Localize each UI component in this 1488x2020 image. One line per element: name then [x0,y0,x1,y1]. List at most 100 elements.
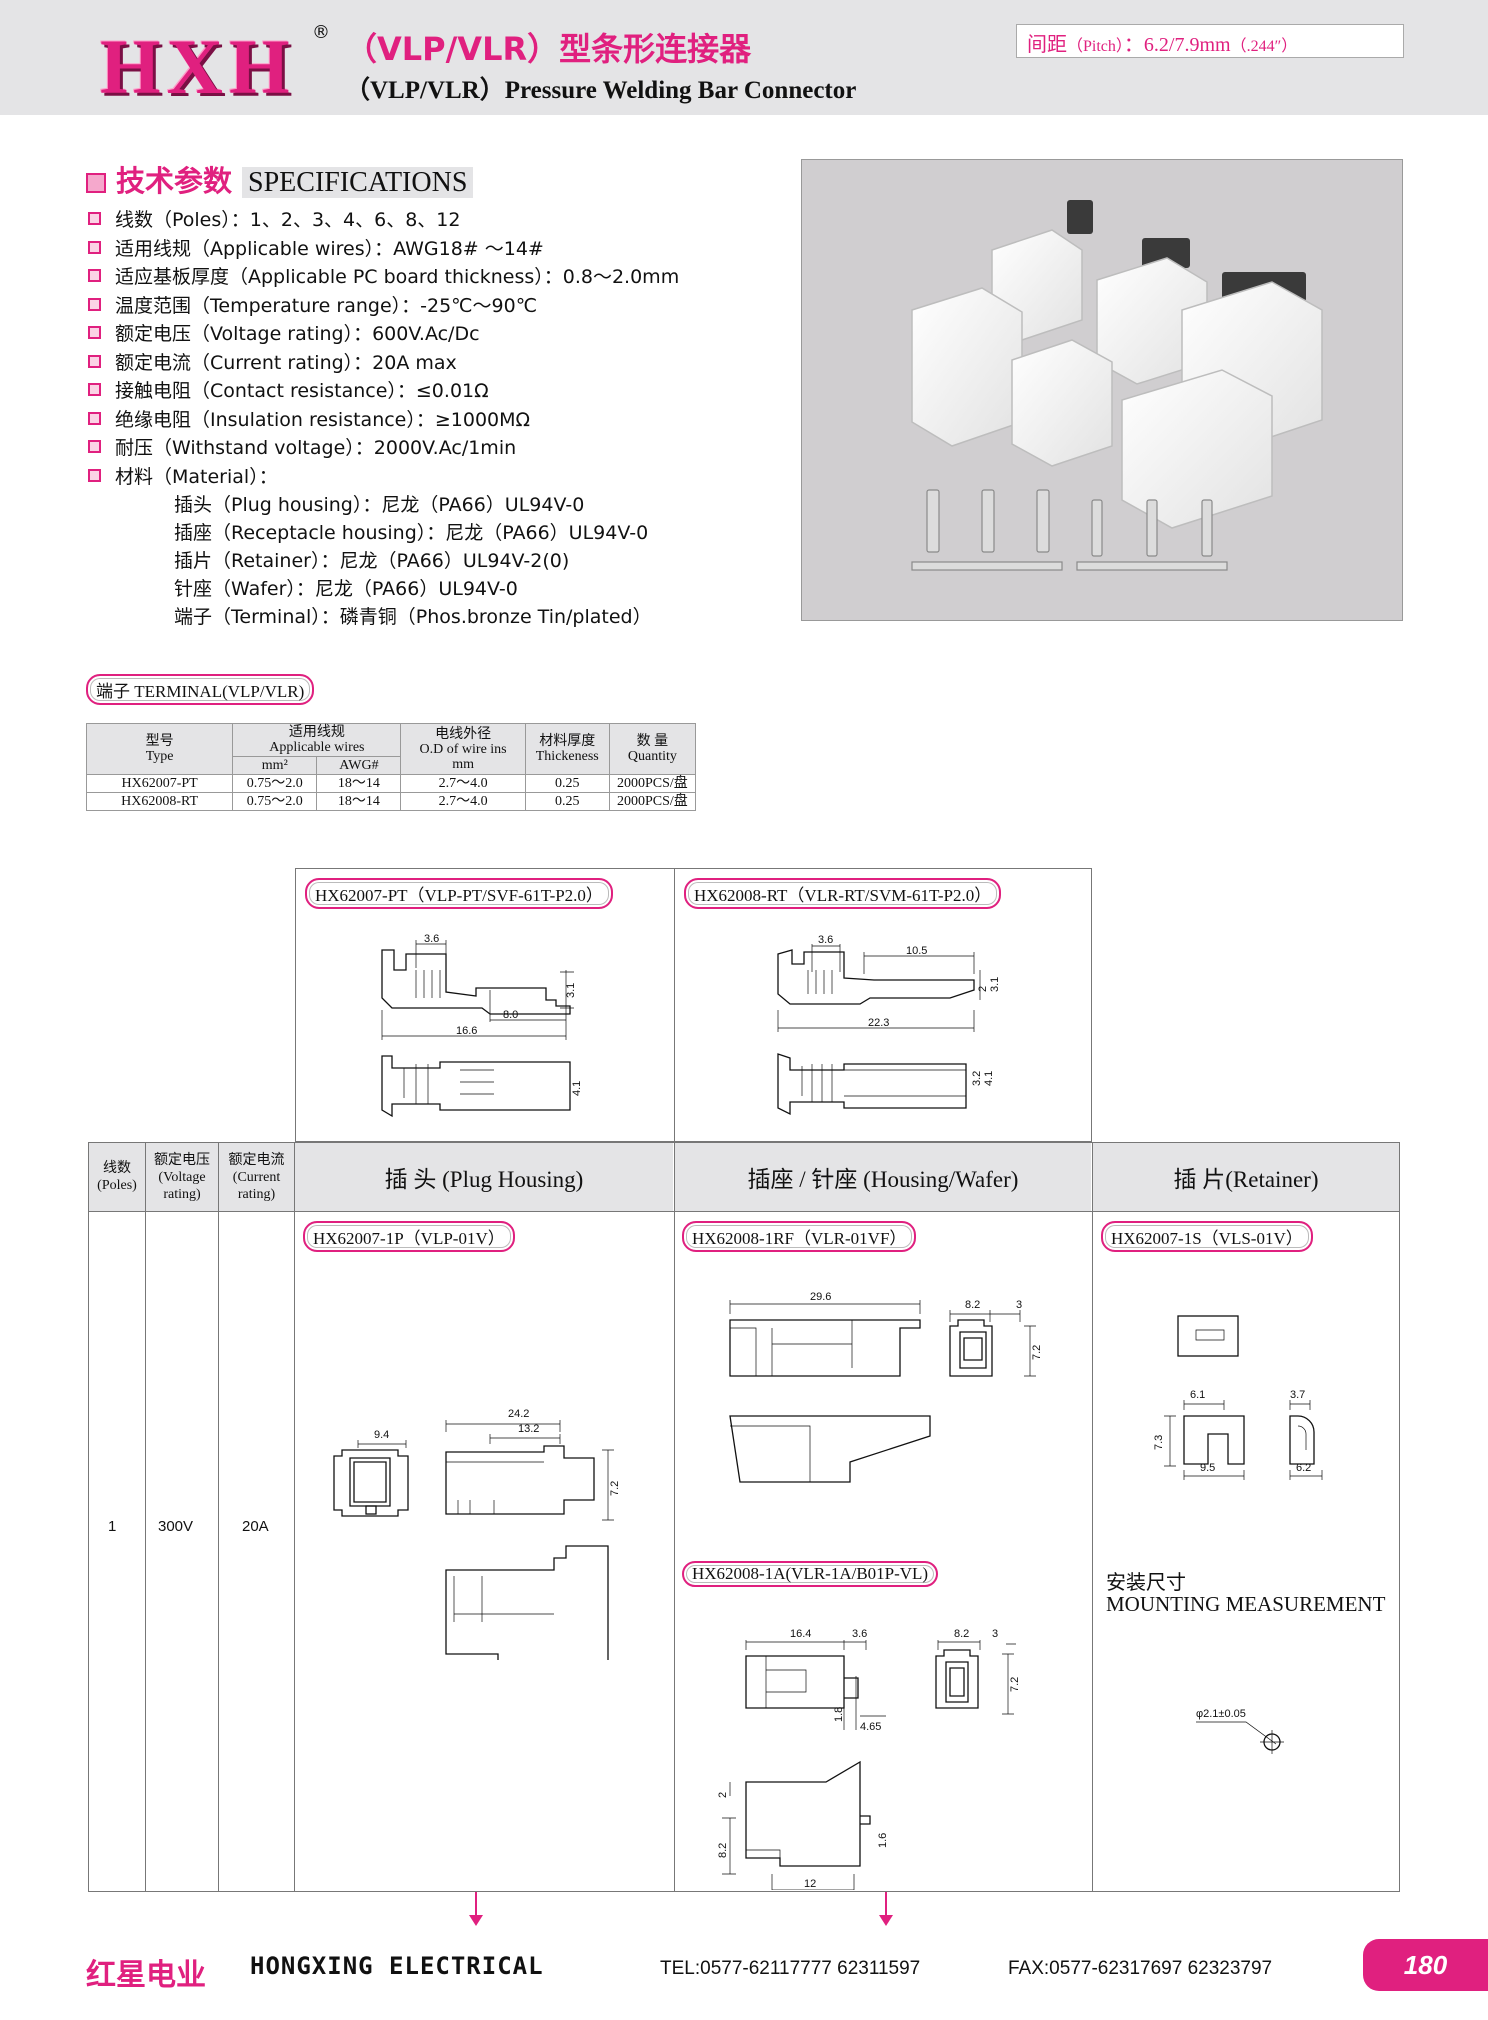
mounting-hole-label: φ2.1±0.05 [1196,1708,1246,1720]
bullet-icon [88,326,101,339]
svg-text:1.8: 1.8 [833,1707,845,1722]
footer-fax: FAX:0577-62317697 62323797 [1008,1958,1273,1979]
svg-text:22.3: 22.3 [868,1017,889,1029]
svg-text:3: 3 [1016,1299,1022,1311]
spec-item: 材料（Material）： [88,462,278,489]
connector-photo-illustration [911,200,1323,571]
col-header-housing: 插座 / 针座 (Housing/Wafer) [675,1143,1091,1211]
svg-text:3: 3 [992,1628,998,1640]
registered-mark: ® [312,22,330,43]
svg-text:6.1: 6.1 [1190,1389,1205,1401]
footer-company-en: HONGXING ELECTRICAL [250,1952,544,1980]
brand-logo: HXH [100,23,296,110]
svg-text:3.7: 3.7 [1290,1389,1305,1401]
svg-text:13.2: 13.2 [518,1423,539,1435]
bullet-icon [88,298,101,311]
material-item: 插头（Plug housing）：尼龙（PA66）UL94V-0 [174,494,585,516]
footer-company-cn: 红星电业 [86,1958,206,1993]
wafer-part-label: HX62008-1A(VLR-1A/B01P-VL) [682,1561,939,1587]
bullet-square-icon [86,173,106,193]
page-header: HXH ® （VLP/VLR）型条形连接器 （VLP/VLR）Pressure … [0,0,1488,115]
terminal-rt-label: HX62008-RT（VLR-RT/SVM-61T-P2.0） [684,878,1002,909]
title-chinese: （VLP/VLR）型条形连接器 [345,30,752,68]
bullet-icon [88,440,101,453]
material-item: 插座（Receptacle housing）：尼龙（PA66）UL94V-0 [174,522,649,544]
plug-part-label: HX62007-1P（VLP-01V） [303,1221,515,1252]
svg-text:16.6: 16.6 [456,1025,477,1037]
svg-text:4.1: 4.1 [571,1081,580,1096]
spec-item: 绝缘电阻（Insulation resistance）：≥1000MΩ [88,405,530,432]
svg-text:1.6: 1.6 [877,1833,889,1848]
svg-text:3.6: 3.6 [818,934,833,946]
retainer-drawing: 6.1 3.7 7.3 9.5 6.2 [1153,1315,1323,1480]
svg-text:8.2: 8.2 [965,1299,980,1311]
svg-text:9.4: 9.4 [374,1429,389,1441]
bullet-icon [88,412,101,425]
housing-drawing: 29.6 8.2 3 7.2 [729,1291,1043,1483]
spec-item: 适用线规（Applicable wires）：AWG18# ～14# [88,234,544,261]
svg-text:3.1: 3.1 [989,977,1000,992]
pitch-label-cn: 间距 [1027,34,1067,56]
svg-text:3.6: 3.6 [852,1628,867,1640]
svg-text:12: 12 [804,1878,816,1890]
col-header-current: 额定电流 (Current rating) [219,1143,294,1211]
mounting-title-en: MOUNTING MEASUREMENT [1106,1592,1386,1616]
svg-text:10.5: 10.5 [906,945,927,957]
spec-title-en: SPECIFICATIONS [242,167,474,198]
svg-text:2: 2 [717,1792,729,1798]
bullet-icon [88,212,101,225]
product-photo [801,159,1403,621]
svg-text:7.2: 7.2 [1031,1345,1043,1360]
col-header-retainer: 插 片(Retainer) [1093,1143,1399,1211]
mounting-hole-drawing [1196,1721,1284,1754]
pitch-label-en: （Pitch） [1067,38,1124,55]
pitch-box: 间距（Pitch）：6.2/7.9mm（.244″） [1016,24,1404,58]
material-item: 针座（Wafer）：尼龙（PA66）UL94V-0 [174,578,518,600]
housing-table-frame [88,1142,1400,1892]
mounting-title-cn: 安装尺寸 [1106,1570,1186,1594]
col-header-plug: 插 头 (Plug Housing) [295,1143,673,1211]
svg-text:4.65: 4.65 [860,1721,881,1733]
svg-text:16.4: 16.4 [790,1628,811,1640]
footer-tel: TEL:0577-62117777 62311597 [660,1958,921,1979]
spec-item: 适应基板厚度（Applicable PC board thickness）：0.… [88,262,679,289]
terminal-section-label: 端子 TERMINAL(VLP/VLR) [86,674,315,705]
terminal-drawings-frame [295,868,1092,1142]
col-header-voltage: 额定电压 (Voltage rating) [146,1143,218,1211]
plug-housing-drawing: 24.2 9.4 13.2 7.2 [333,1408,621,1660]
svg-text:7.2: 7.2 [1009,1677,1021,1692]
page-number: 180 [1363,1939,1488,1991]
bullet-icon [88,383,101,396]
spec-item: 额定电流（Current rating）：20A max [88,348,457,375]
svg-text:6.2: 6.2 [1296,1462,1311,1474]
retainer-part-label: HX62007-1S（VLS-01V） [1101,1221,1313,1252]
pitch-inch: （.244″） [1230,38,1298,55]
svg-text:4.1: 4.1 [983,1071,995,1086]
col-header-poles: 线数 (Poles) [89,1143,145,1211]
pitch-value: 6.2/7.9mm [1143,34,1231,56]
bullet-icon [88,269,101,282]
spec-item: 温度范围（Temperature range）：-25℃～90℃ [88,291,537,318]
wafer-drawing: 16.4 3.6 8.2 3 7.2 1.8 4.65 2 8.2 3 1.6 … [717,1628,1021,1890]
title-english: （VLP/VLR）Pressure Welding Bar Connector [345,77,857,104]
svg-text:3.2: 3.2 [971,1071,983,1086]
arrow-down-icon [469,1892,483,1926]
svg-text:3.6: 3.6 [424,933,439,945]
row-voltage: 300V [158,1518,194,1535]
svg-text:29.6: 29.6 [810,1291,831,1303]
pitch-sep: ： [1123,34,1144,56]
svg-text:9.5: 9.5 [1200,1462,1215,1474]
spec-item: 线数（Poles）：1、2、3、4、6、8、12 [88,205,460,232]
svg-text:8.2: 8.2 [717,1843,729,1858]
svg-text:8.2: 8.2 [954,1628,969,1640]
terminal-pt-label: HX62007-PT（VLP-PT/SVF-61T-P2.0） [305,878,613,909]
spec-item: 额定电压（Voltage rating）：600V.Ac/Dc [88,319,480,346]
spec-item: 耐压（Withstand voltage）：2000V.Ac/1min [88,433,516,460]
bullet-icon [88,241,101,254]
svg-text:7.2: 7.2 [609,1481,621,1496]
material-item: 插片（Retainer）：尼龙（PA66）UL94V-2(0) [174,550,570,572]
svg-text:7.3: 7.3 [1153,1435,1165,1450]
